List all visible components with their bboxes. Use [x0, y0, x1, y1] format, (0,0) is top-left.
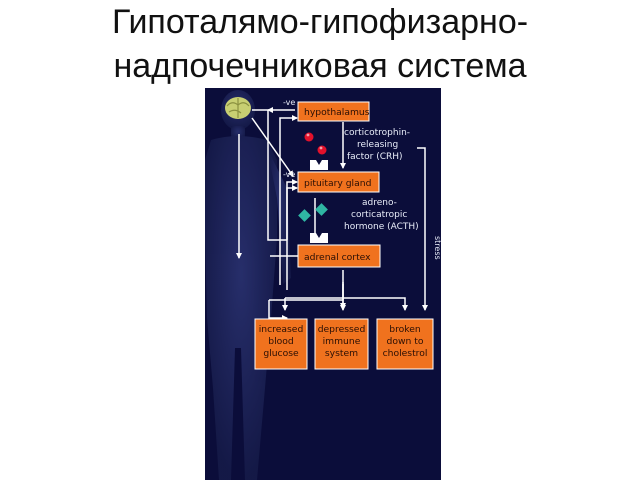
acth-label-line-1: adreno- [362, 198, 397, 208]
effect-box-cholesterol: broken down to cholestrol [376, 318, 434, 370]
stress-label: stress [433, 236, 441, 260]
effect-glucose-line-3: glucose [263, 348, 299, 359]
pituitary-box: pituitary gland [297, 171, 380, 193]
crh-label-line-2: releasing [357, 140, 398, 150]
effect-cholesterol-line-3: cholestrol [383, 348, 428, 359]
acth-molecules [298, 203, 328, 222]
effect-glucose-line-1: increased [259, 324, 304, 335]
negative-feedback-label-2: -ve [283, 170, 295, 179]
negative-feedback-label-1: -ve [283, 98, 295, 107]
crh-label-line-3: factor (CRH) [347, 152, 403, 162]
brain-icon [225, 97, 251, 119]
acth-label-line-2: corticatropic [351, 210, 407, 220]
effect-immune-line-3: system [325, 348, 358, 359]
effect-box-glucose: increased blood glucose [254, 318, 308, 370]
effect-glucose-line-2: blood [268, 336, 293, 347]
pathway-arrows [268, 122, 428, 321]
crh-molecules [304, 132, 327, 155]
effect-immune-line-2: immune [323, 336, 361, 347]
effect-immune-line-1: depressed [318, 324, 366, 335]
adrenal-label: adrenal cortex [304, 252, 371, 263]
pituitary-label: pituitary gland [304, 178, 371, 189]
acth-label-line-3: hormone (ACTH) [344, 222, 419, 232]
slide-title-line-2: надпочечниковая система [113, 47, 527, 85]
hypothalamus-box: hypothalamus [297, 101, 370, 122]
hpa-axis-diagram: hypothalamus pituitary gland adrenal cor… [205, 88, 441, 480]
crh-label-line-1: corticotrophin- [344, 128, 410, 138]
effect-cholesterol-line-1: broken [389, 324, 421, 335]
effect-cholesterol-line-2: down to [387, 336, 424, 347]
feedback-arrows [236, 107, 344, 290]
adrenal-box: adrenal cortex [297, 244, 381, 268]
effect-box-immune: depressed immune system [314, 318, 369, 370]
slide-title-line-1: Гипоталямо-гипофизарно- [111, 3, 529, 41]
receptor-icons [310, 160, 328, 243]
hypothalamus-label: hypothalamus [304, 107, 370, 118]
